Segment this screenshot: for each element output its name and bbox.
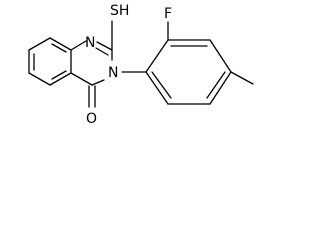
atom-label-o: O bbox=[86, 111, 97, 127]
double-bond-inner bbox=[95, 47, 109, 56]
methyl-bond bbox=[230, 71, 254, 85]
aryl-ring bbox=[145, 21, 254, 105]
double-bond-inner bbox=[51, 43, 67, 53]
bond bbox=[145, 39, 169, 73]
bond bbox=[70, 40, 87, 51]
bond bbox=[145, 71, 169, 105]
double-bond bbox=[96, 41, 113, 51]
bond bbox=[28, 72, 51, 86]
atom-label-sh: SH bbox=[110, 3, 129, 19]
bond bbox=[70, 72, 93, 86]
bond bbox=[28, 37, 51, 51]
benzo-ring bbox=[28, 37, 72, 86]
structure-drawing: SH N N O F bbox=[28, 3, 254, 127]
atom-label-n1: N bbox=[85, 35, 95, 51]
pyrimidinone-ring bbox=[70, 20, 113, 108]
bond bbox=[49, 72, 72, 86]
bond bbox=[49, 37, 72, 51]
atom-label-f: F bbox=[164, 6, 172, 22]
bond bbox=[91, 79, 105, 86]
double-bond-inner bbox=[206, 71, 226, 99]
double-bond-inner bbox=[51, 70, 67, 80]
bond bbox=[209, 39, 232, 73]
atom-label-n3: N bbox=[108, 65, 118, 81]
bond bbox=[209, 71, 232, 105]
double-bond-inner bbox=[151, 71, 172, 99]
